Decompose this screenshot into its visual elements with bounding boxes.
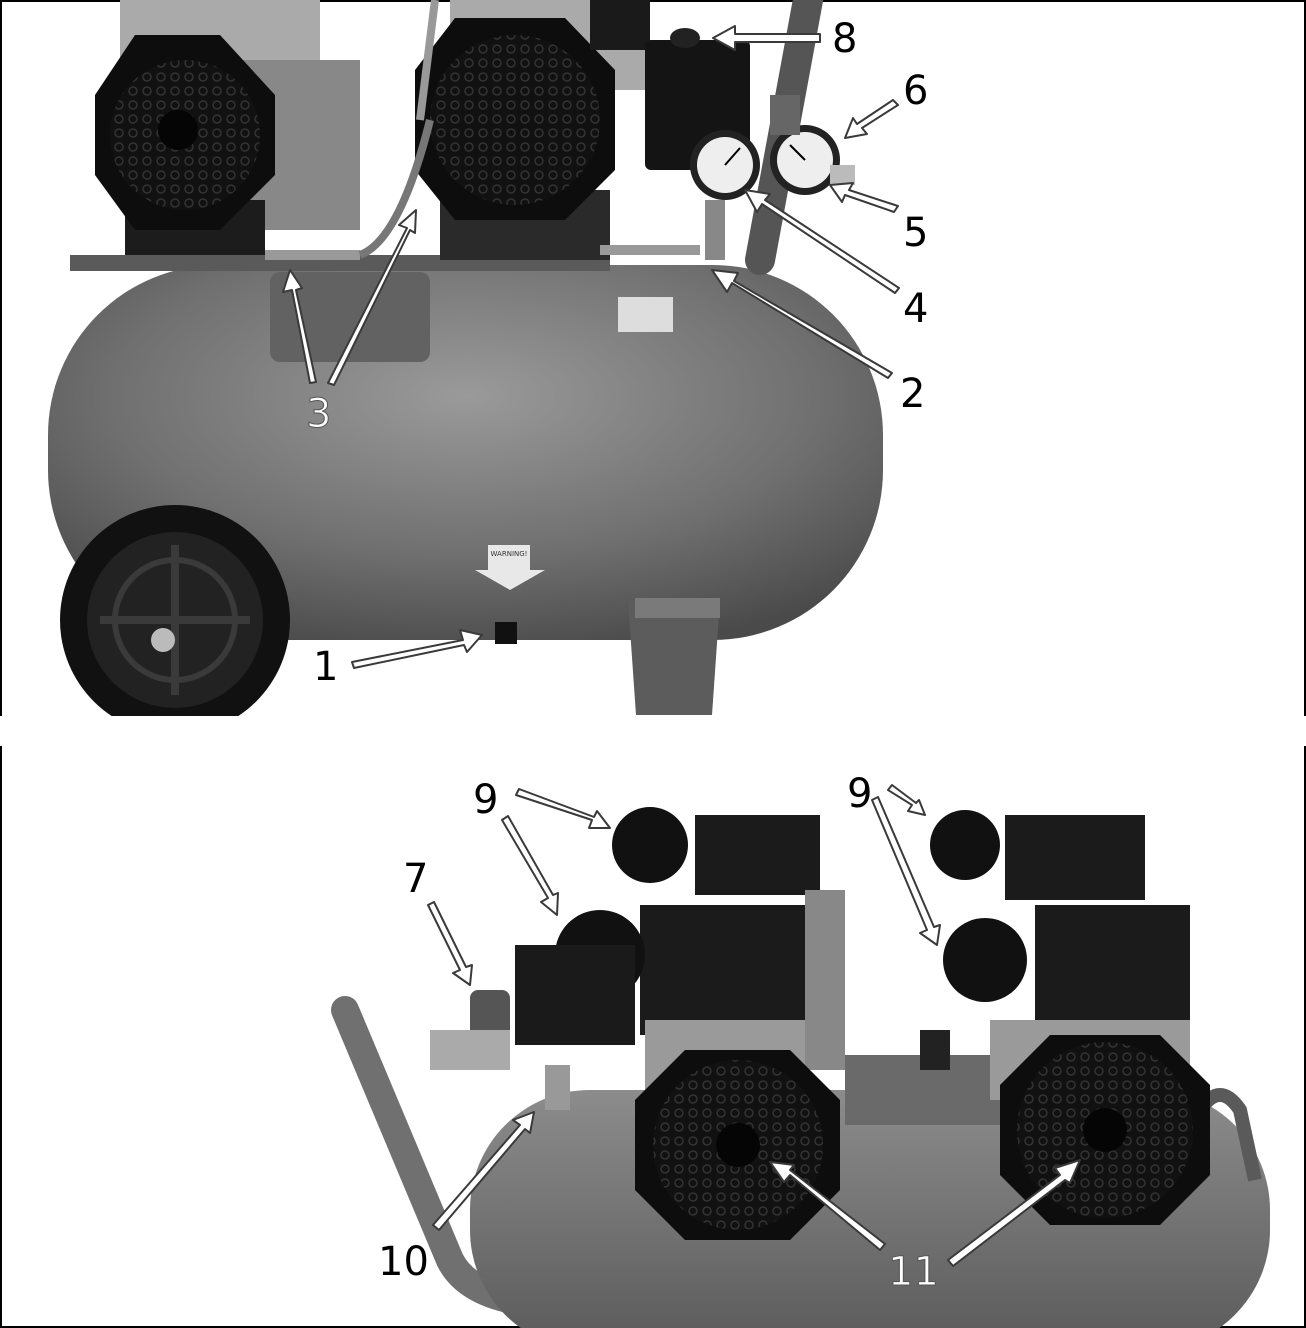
callout-4: 4 bbox=[903, 286, 928, 332]
warning-sticker-text: WARNING! bbox=[491, 550, 528, 558]
pressure-gauge-icon bbox=[690, 130, 760, 200]
tank-foot bbox=[628, 600, 720, 715]
arrow-2 bbox=[711, 269, 893, 379]
callout-5: 5 bbox=[903, 210, 928, 256]
callout-labels: 1 2 3 4 5 6 7 8 9 9 10 11 bbox=[306, 16, 940, 1296]
air-filter bbox=[943, 918, 1027, 1002]
arrow-3a bbox=[282, 269, 317, 384]
arrow-9a bbox=[515, 788, 611, 829]
arrow-6 bbox=[844, 99, 899, 139]
callout-11: 11 bbox=[888, 1249, 939, 1295]
callout-9-right: 9 bbox=[847, 771, 872, 817]
air-filter bbox=[930, 810, 1000, 880]
arrow-9d bbox=[871, 796, 941, 946]
fan-grille-icon bbox=[415, 18, 615, 220]
warning-sticker: WARNING! bbox=[475, 545, 545, 590]
regulator bbox=[430, 990, 510, 1070]
motor-left bbox=[95, 0, 360, 255]
arrow-4 bbox=[744, 189, 900, 294]
motor-right bbox=[415, 0, 650, 260]
callout-arrows bbox=[282, 25, 1081, 1267]
arrow-5 bbox=[829, 182, 899, 213]
air-filter bbox=[612, 807, 688, 883]
fan-grille-icon bbox=[635, 1050, 840, 1240]
arrow-11a bbox=[769, 1161, 886, 1251]
callout-9-left: 9 bbox=[473, 777, 498, 823]
callout-10: 10 bbox=[378, 1239, 429, 1285]
arrow-11b bbox=[947, 1159, 1081, 1267]
arrow-3b bbox=[327, 209, 417, 386]
arrow-10 bbox=[432, 1111, 535, 1231]
callout-2: 2 bbox=[900, 371, 925, 417]
callout-1: 1 bbox=[313, 644, 338, 690]
arrow-1 bbox=[351, 629, 483, 669]
wheel-icon bbox=[60, 505, 290, 735]
callout-8: 8 bbox=[832, 16, 857, 62]
fan-grille-icon bbox=[95, 35, 275, 230]
check-valve bbox=[545, 1065, 570, 1110]
arrow-9b bbox=[501, 815, 559, 916]
info-sticker bbox=[618, 297, 673, 332]
arrow-7 bbox=[427, 901, 473, 986]
callout-3: 3 bbox=[306, 391, 331, 437]
arrow-8 bbox=[712, 25, 821, 51]
solenoid bbox=[515, 945, 635, 1045]
callout-7: 7 bbox=[403, 856, 428, 902]
arrow-9c bbox=[887, 784, 926, 816]
drain-valve bbox=[495, 622, 517, 644]
pressure-gauge-icon bbox=[770, 125, 840, 195]
top-photo: WARNING! bbox=[48, 0, 883, 735]
callout-6: 6 bbox=[903, 68, 928, 114]
bottom-photo bbox=[331, 807, 1270, 1328]
